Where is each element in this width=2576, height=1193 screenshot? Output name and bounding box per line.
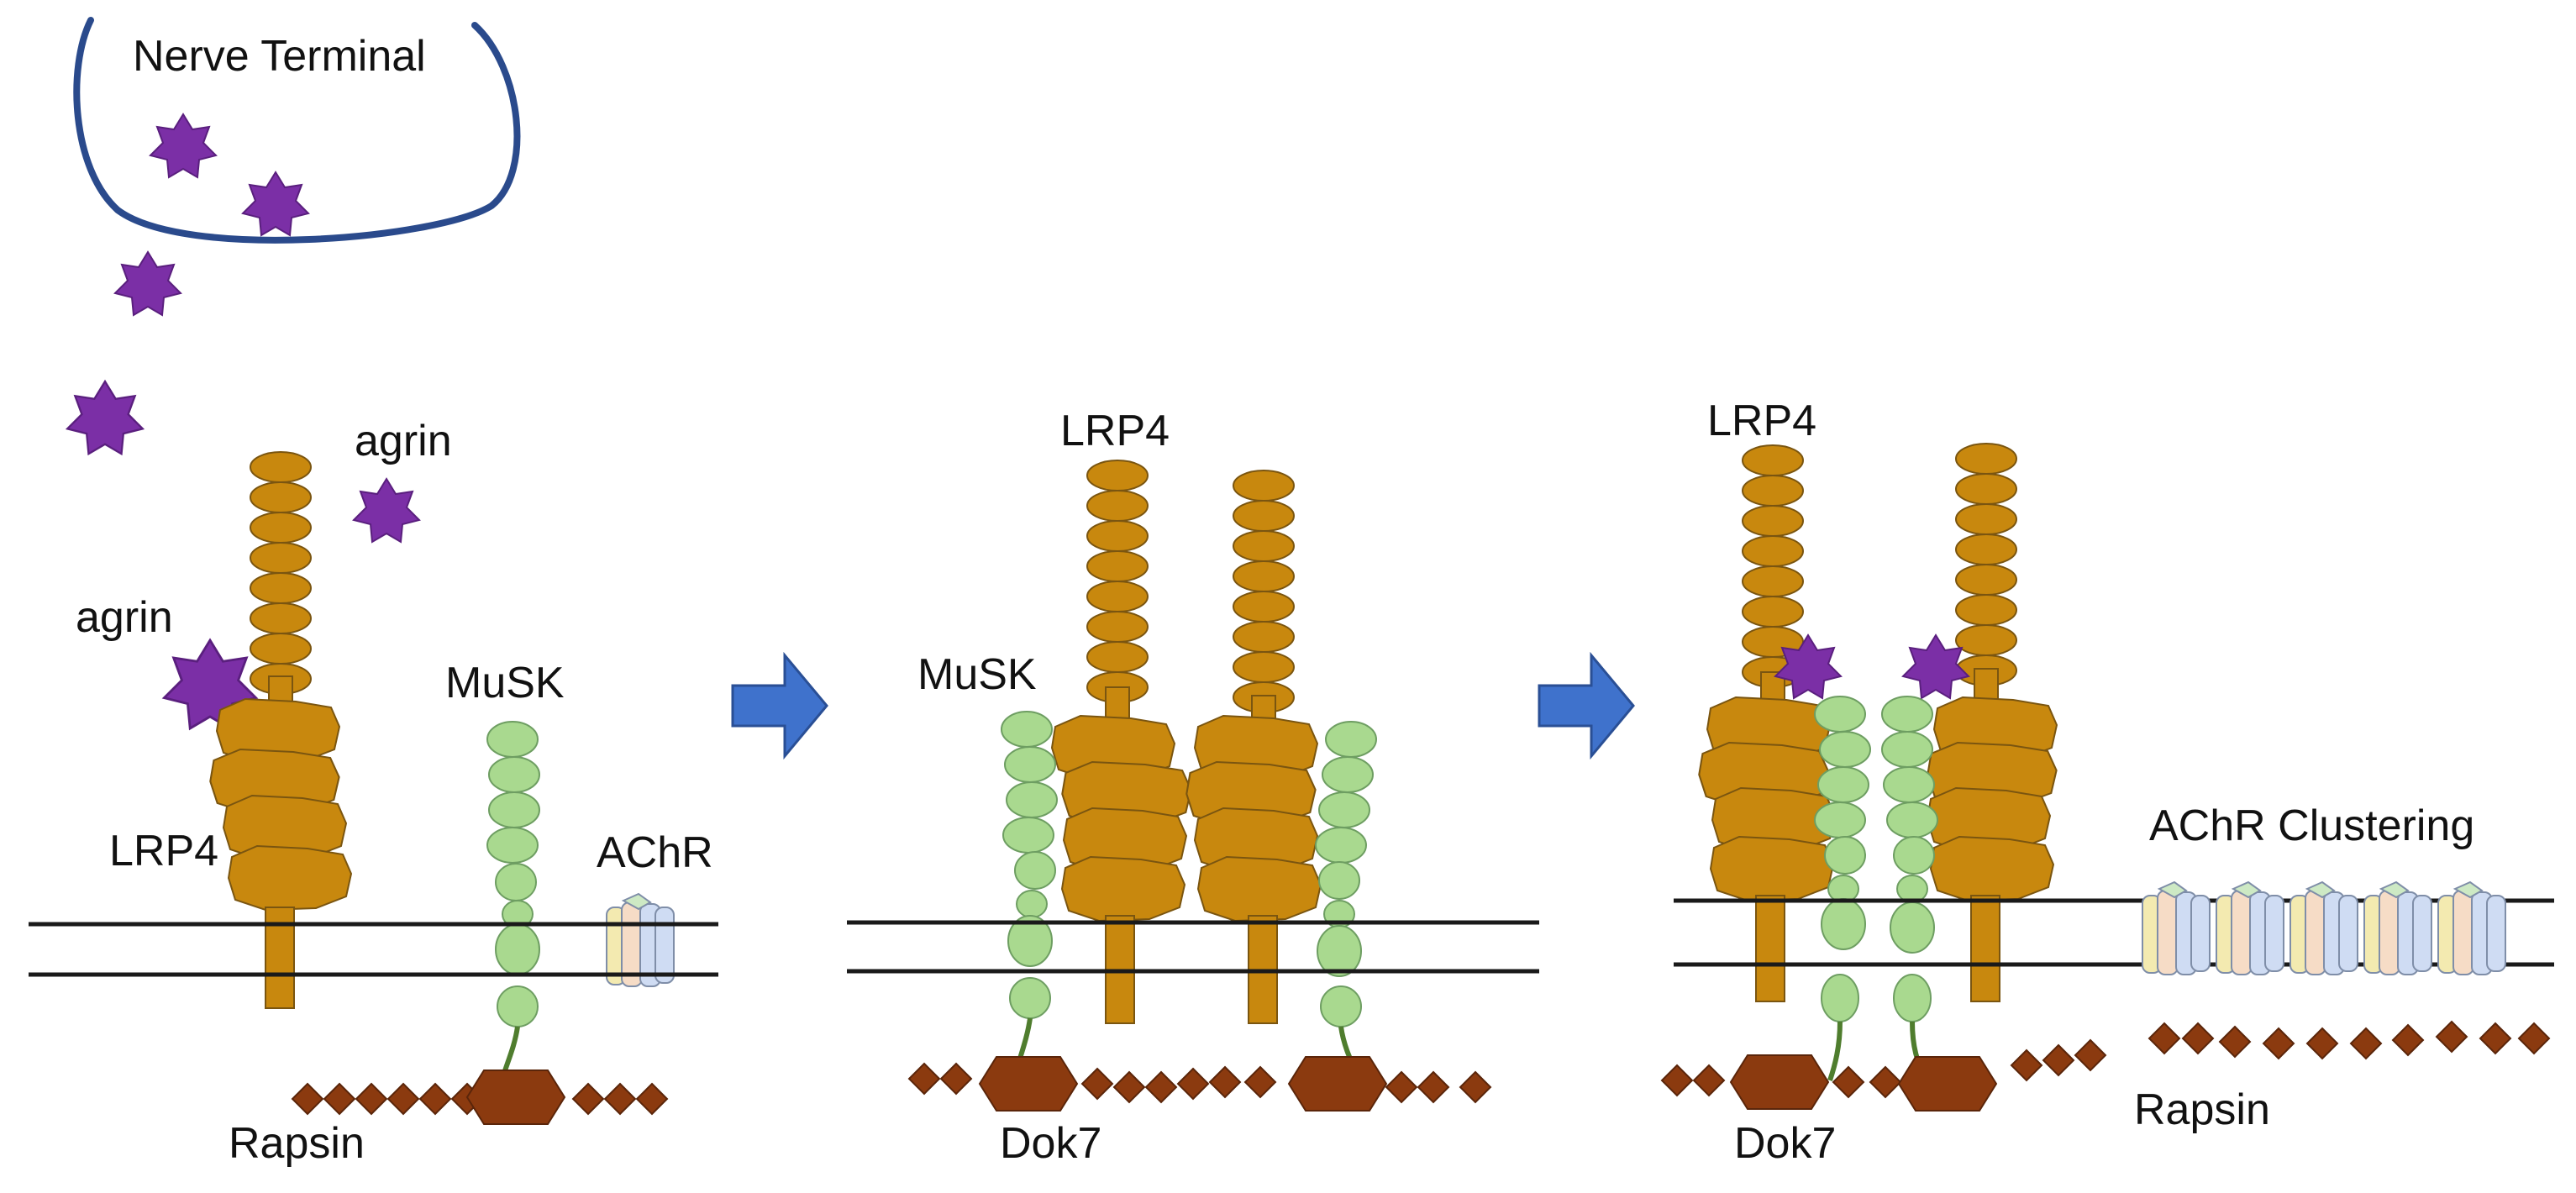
agrin-icon — [114, 251, 181, 316]
lrp4-label-panel-3: LRP4 — [1707, 397, 1816, 445]
dok7-label-panel-3: Dok7 — [1734, 1119, 1836, 1168]
musk-receptor — [486, 721, 540, 1027]
panel-2: LRP4 MuSK — [847, 407, 1539, 1168]
musk-receptor — [1001, 711, 1058, 1019]
dok7-icon — [466, 1069, 565, 1125]
agrin-icon — [66, 380, 144, 455]
dok7-label-panel-2: Dok7 — [1000, 1119, 1101, 1168]
rapsin-label-panel-1: Rapsin — [229, 1119, 365, 1168]
rapsin-chain — [292, 1069, 668, 1125]
musk-label-panel-1: MuSK — [445, 659, 565, 707]
achr-icon — [2363, 881, 2432, 975]
achr-icon — [2216, 881, 2284, 975]
nerve-terminal-label: Nerve Terminal — [133, 32, 426, 81]
dok7-icon — [979, 1056, 1078, 1112]
lrp4-label-panel-1: LRP4 — [109, 827, 218, 875]
step-arrow-icon — [731, 654, 828, 758]
panel-3: LRP4 — [1661, 397, 2554, 1168]
dok7-rapsin-chain — [908, 1056, 1491, 1112]
lrp4-label-panel-2: LRP4 — [1060, 407, 1170, 455]
achr-cluster — [2142, 881, 2506, 975]
achr-icon — [2437, 881, 2506, 975]
agrin-label-upper: agrin — [355, 417, 452, 465]
agrin-label-lower: agrin — [76, 593, 173, 642]
lrp4-receptor — [1698, 444, 1836, 1002]
lrp4-receptor — [1927, 443, 2058, 1002]
lrp4-receptor — [1185, 470, 1322, 1024]
nerve-terminal-outline — [73, 17, 521, 244]
achr-icon — [2142, 881, 2211, 975]
dok7-icon — [1898, 1056, 1997, 1112]
musk-receptor — [1315, 721, 1377, 1027]
agrin-icon — [150, 113, 217, 178]
achr-icon — [2289, 881, 2358, 975]
agrin-molecules — [1774, 634, 1969, 699]
dok7-icon — [1730, 1054, 1829, 1110]
agrin-icon — [242, 171, 309, 236]
panel-1: Nerve Terminal agrin agrin LRP4 — [29, 17, 718, 1168]
step-arrow-icon — [1538, 654, 1635, 758]
achr-clustering-label: AChR Clustering — [2149, 801, 2474, 850]
dok7-rapsin-chain — [1661, 1021, 2550, 1112]
dok7-icon — [1288, 1056, 1387, 1112]
agrin-icon — [353, 478, 420, 543]
achr-label-panel-1: AChR — [597, 828, 713, 877]
musk-receptor — [1814, 696, 1871, 1022]
rapsin-label-panel-3: Rapsin — [2134, 1085, 2270, 1134]
musk-receptor — [1881, 696, 1938, 1022]
musk-label-panel-2: MuSK — [917, 650, 1037, 699]
lrp4-receptor — [1051, 460, 1192, 1024]
